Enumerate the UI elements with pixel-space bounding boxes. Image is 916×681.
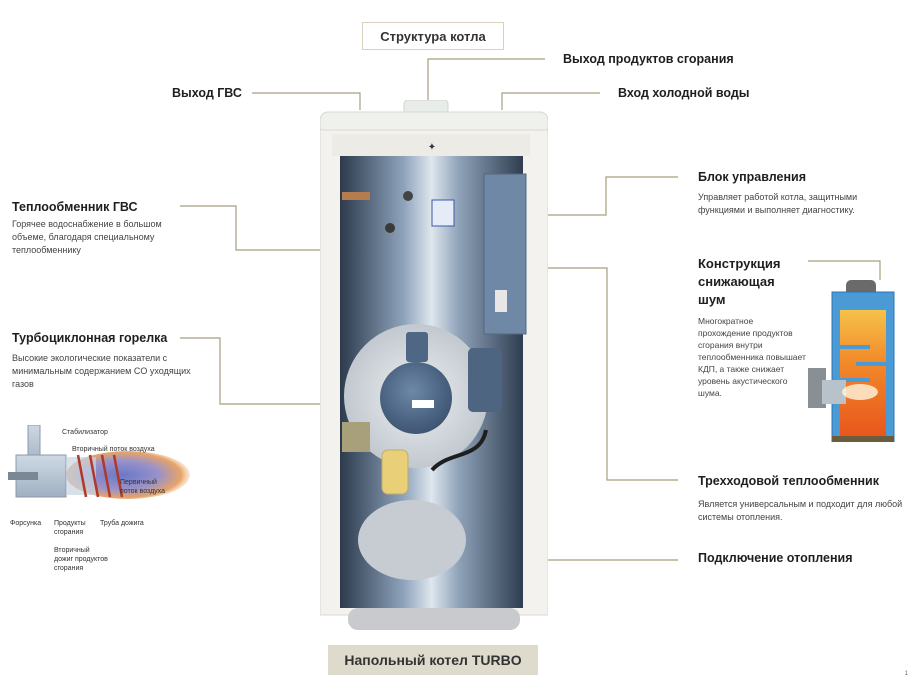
callout-desc-control-unit: Управляет работой котла, защитными функц… [698,191,857,217]
burner-unit [808,368,826,408]
callout-desc-three-pass-exchanger: Является универсальным и подходит для лю… [698,498,902,524]
top-panel [332,134,530,156]
callout-desc-burner: Высокие экологические показатели с миним… [12,352,191,391]
title-line: Конструкция [698,256,781,271]
nozzle-body [8,472,38,480]
burner-housing [15,454,67,498]
desc-line: уровень акустического [698,376,788,386]
label-flue-out: Выход продуктов сгорания [563,52,734,66]
label-line: сгорания [54,565,84,572]
sticker [431,199,455,227]
baffle [840,345,870,349]
desc-line: функциями и выполняет диагностику. [698,205,855,215]
label-stabilizer: Стабилизатор [62,429,108,436]
leader-noise-reduction [808,260,881,280]
title-line: снижающая [698,274,775,289]
afterburn-coil [76,454,124,498]
desc-line: сгорания внутри [698,340,763,350]
burner-fan [380,362,452,434]
callout-title-heating-connection: Подключение отопления [698,551,853,565]
desc-line: КДП, а также снижает [698,364,785,374]
desc-line: газов [12,379,34,389]
label-combustion-products: Продукты сгорания [54,519,86,537]
desc-line: Является универсальным и подходит для лю… [698,499,903,509]
desc-line: шума. [698,388,722,398]
cable [430,429,488,472]
heat-exchanger-cutaway [808,280,895,442]
air-inlet [406,332,428,362]
fitting [385,223,395,233]
fitting [403,191,413,201]
callout-desc-dhw-exchanger: Горячее водоснабжение в большом объеме, … [12,218,162,257]
desc-line: минимальным содержанием CO уходящих [12,366,191,376]
callout-title-control-unit: Блок управления [698,170,806,184]
oil-pump [342,422,370,452]
ignition-transformer [468,348,502,412]
burner-cutaway-illustration [8,425,190,499]
title-line: шум [698,292,726,307]
callout-title-dhw-exchanger: Теплообменник ГВС [12,200,138,214]
label-line: Вторичный [54,547,90,554]
label-line: Продукты [54,520,86,527]
product-name-banner: Напольный котел TURBO [328,645,538,675]
oil-filter [381,449,409,495]
label-line: дожиг продуктов [54,556,108,563]
callout-title-three-pass-exchanger: Трехходовой теплообменник [698,474,879,488]
fan-label [412,400,434,408]
desc-line: Управляет работой котла, защитными [698,192,858,202]
label-secondary-air: Вторичный поток воздуха [72,446,155,453]
desc-line: прохождение продуктов [698,328,793,338]
label-primary-air: Первичный поток воздуха [120,478,165,496]
callout-title-noise-reduction: Конструкция снижающая шум [698,255,780,309]
desc-line: Многократное [698,316,754,326]
burner-flame [842,384,878,400]
heat-exchanger-door [358,500,466,580]
desc-line: Высокие экологические показатели с [12,353,168,363]
baffle [840,378,870,382]
boiler-illustration: ✦ [320,100,548,630]
diagram-title: Структура котла [362,22,504,50]
desc-line: теплообменнику [12,245,81,255]
label-line: Первичный [120,479,157,486]
leader-flue-out [427,58,545,100]
label-line: сгорания [54,529,84,536]
panel-mark: ✦ [428,142,436,153]
page-number: 1 [904,671,908,677]
label-line: поток воздуха [120,488,165,495]
label-nozzle: Форсунка [10,520,42,527]
callout-title-burner: Турбоциклонная горелка [12,331,168,345]
desc-line: объеме, благодаря специальному [12,232,155,242]
callout-desc-noise-reduction: Многократное прохождение продуктов сгора… [698,315,806,399]
baffle [856,362,886,366]
base [832,436,894,442]
label-hot-water-out: Выход ГВС [172,86,242,100]
combustion-flames [840,310,886,438]
desc-line: системы отопления. [698,512,783,522]
base [348,608,520,630]
desc-line: теплообменника повышает [698,352,806,362]
label-afterburn-tube: Труба дожига [100,520,144,527]
control-label [495,290,507,312]
desc-line: Горячее водоснабжение в большом [12,219,162,229]
dhw-pipe-fitting [342,192,370,200]
label-secondary-afterburn: Вторичный дожиг продуктов сгорания [54,546,108,573]
label-cold-water-in: Вход холодной воды [618,86,750,100]
